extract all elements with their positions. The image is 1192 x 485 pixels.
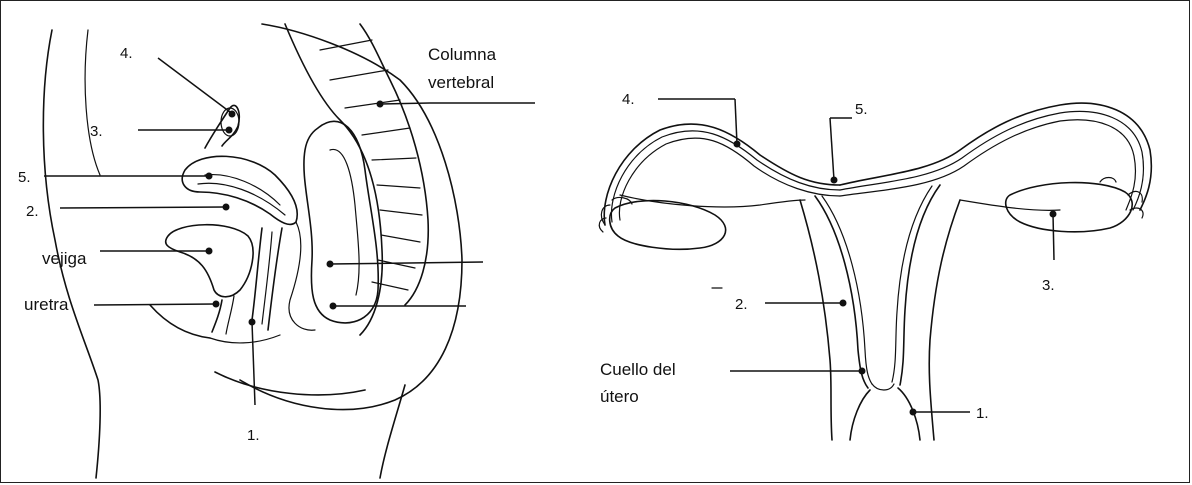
left-tube-mid xyxy=(611,131,840,222)
bladder-outer xyxy=(166,225,253,297)
left-tube-outer xyxy=(604,124,840,225)
left-label-4: 4. xyxy=(120,45,133,62)
left-label-1: 1. xyxy=(247,427,260,444)
vagina-posterior xyxy=(268,228,282,330)
sagittal-leaders xyxy=(44,58,535,405)
left-ovary xyxy=(610,201,726,250)
label-vertebral: vertebral xyxy=(428,73,494,92)
uterus-outer xyxy=(182,156,297,224)
abdominal-wall xyxy=(85,30,100,175)
vertebrae xyxy=(320,40,422,290)
cervical-os xyxy=(872,384,894,390)
right-tube-outer xyxy=(840,103,1151,210)
right-tube-mid xyxy=(840,111,1143,210)
right-label-3: 3. xyxy=(1042,277,1055,294)
pubic-bone xyxy=(150,305,210,338)
spine-front-edge xyxy=(285,24,382,335)
left-tube-inner xyxy=(619,138,840,220)
right-label-4: 4. xyxy=(622,91,635,108)
uterus-right-wall xyxy=(929,200,960,440)
cervix-right xyxy=(898,388,920,440)
uterus-left-inner xyxy=(815,196,868,388)
right-ovary xyxy=(1006,183,1133,232)
frontal-leaders xyxy=(658,99,1057,416)
vagina-anterior xyxy=(252,228,262,320)
lower-body-contour xyxy=(215,372,365,395)
right-fimbriae xyxy=(1100,178,1143,219)
right-label-5: 5. xyxy=(855,101,868,118)
right-tube-inner xyxy=(840,120,1135,210)
uterus-left-wall xyxy=(800,200,832,440)
rectum-inner xyxy=(330,149,359,295)
cervix-left xyxy=(850,390,870,440)
perineum xyxy=(210,335,280,343)
left-label-2: 2. xyxy=(26,203,39,220)
frontal-uterus-drawing xyxy=(599,103,1151,440)
left-label-3: 3. xyxy=(90,123,103,140)
urethra-inner xyxy=(226,296,234,334)
label-cuello-del: Cuello del xyxy=(600,360,676,379)
uterus-right-inner xyxy=(900,185,940,385)
right-label-1: 1. xyxy=(976,405,989,422)
left-label-5: 5. xyxy=(18,169,31,186)
right-label-2: 2. xyxy=(735,296,748,313)
uterus-right-inner2 xyxy=(892,186,932,382)
left-broad-ligament xyxy=(620,195,805,207)
label-vejiga: vejiga xyxy=(42,249,87,268)
label-columna: Columna xyxy=(428,45,497,64)
rectum-outer xyxy=(304,121,378,323)
label-utero: útero xyxy=(600,387,639,406)
right-broad-ligament xyxy=(960,200,1060,210)
label-uretra: uretra xyxy=(24,295,69,314)
lower-back-contour xyxy=(380,385,405,478)
